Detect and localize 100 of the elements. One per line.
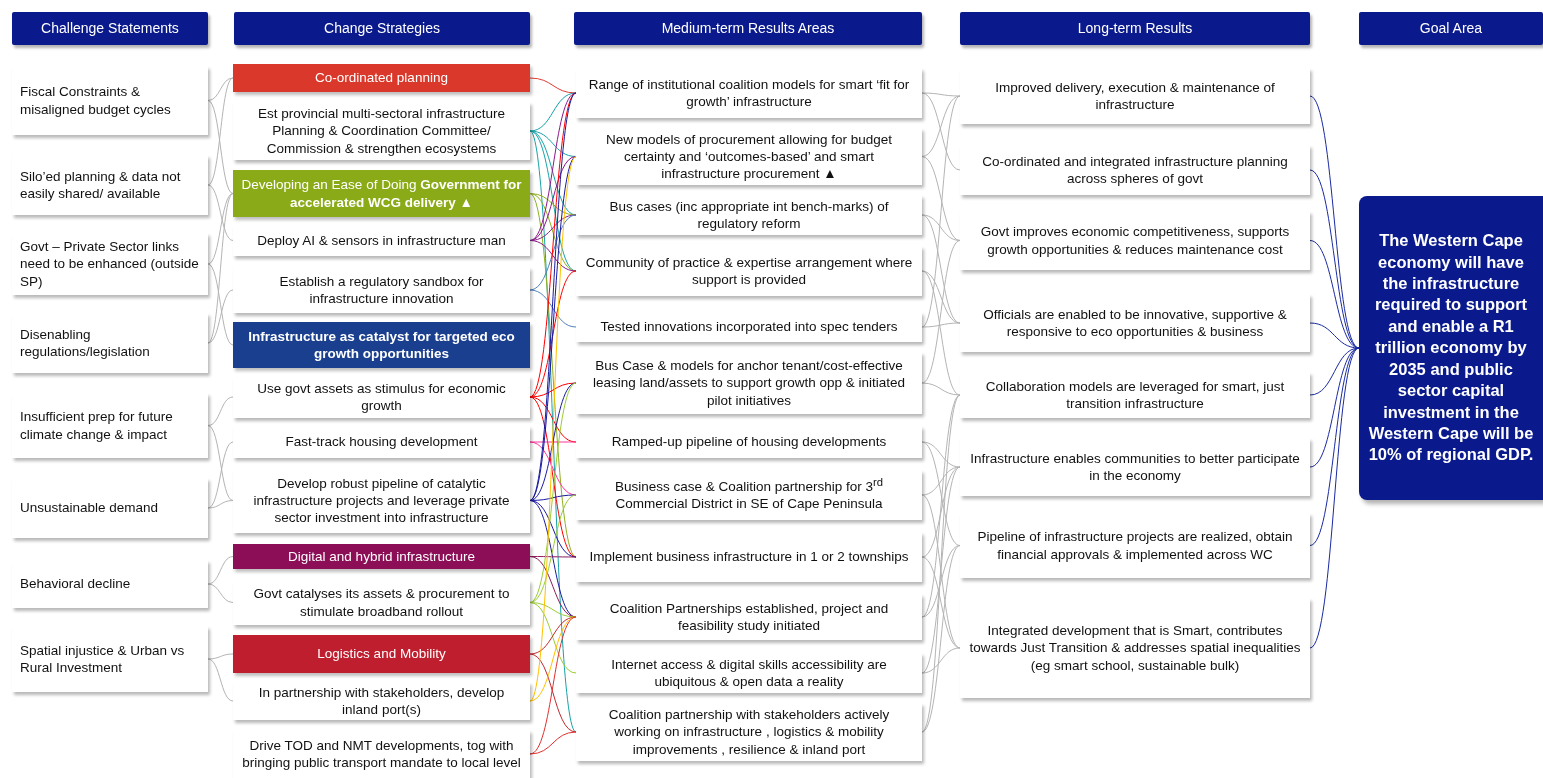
long-term-result-box: Improved delivery, execution & maintenance of infrastructure — [960, 68, 1310, 124]
strategy-box: Develop robust pipeline of catalytic infrastructure projects and leverage private sector investment into infrastructure — [233, 468, 530, 533]
strategy-box: Fast-track housing development — [233, 426, 530, 458]
medium-term-result-box: Community of practice & expertise arrangement where support is provided — [576, 246, 922, 296]
medium-term-result-box: Bus Case & models for anchor tenant/cost-effective leasing land/assets to support growth opp & initiated pilot initiatives — [576, 352, 922, 414]
connector-line — [207, 263, 234, 346]
connector-line — [921, 322, 961, 328]
challenge-box: Fiscal Constraints & misaligned budget cycles — [12, 66, 208, 135]
connector-line — [921, 441, 961, 468]
connector-line — [207, 500, 234, 509]
connector-line — [921, 270, 961, 396]
strategy-box: Use govt assets as stimulus for economic growth — [233, 376, 530, 418]
connector-line — [529, 156, 577, 501]
connector-line — [921, 92, 961, 171]
strategy-band: Developing an Ease of Doing Government for accelerated WCG delivery ▲ — [233, 170, 530, 217]
connector-line — [207, 396, 234, 426]
medium-term-result-box: Ramped-up pipeline of housing developments — [576, 426, 922, 458]
connector-line — [921, 441, 961, 546]
column-header: Change Strategies — [234, 12, 530, 45]
connector-line — [921, 556, 961, 649]
medium-term-result-box: Coalition partnership with stakeholders actively working on infrastructure , logistics & mobility improvements , resilience & inland port — [576, 703, 922, 761]
column-header: Challenge Statements — [12, 12, 208, 45]
strategy-box: Establish a regulatory sandbox for infrastructure innovation — [233, 267, 530, 313]
connector-line — [921, 156, 961, 241]
connector-line — [529, 602, 577, 674]
connector-line — [921, 466, 961, 674]
connector-line — [207, 556, 234, 585]
connector-line — [207, 583, 234, 603]
connector-line — [529, 214, 577, 291]
connector-line — [529, 193, 577, 558]
long-term-result-box: Collaboration models are leveraged for smart, just transition infrastructure — [960, 372, 1310, 418]
connector-line — [921, 95, 961, 328]
long-term-result-box: Officials are enabled to be innovative, supportive & responsive to eco opportunities & business — [960, 294, 1310, 352]
connector-line — [921, 214, 961, 241]
connector-line — [207, 193, 234, 344]
connector-line — [1309, 322, 1360, 349]
connector-line — [529, 382, 577, 398]
connector-line — [529, 616, 577, 655]
connector-line — [529, 441, 577, 443]
connector-line — [529, 494, 577, 603]
challenge-box: Silo’ed planning & data not easily shared/ available — [12, 155, 208, 215]
connector-line — [921, 394, 961, 733]
challenge-box: Insufficient prep for future climate change & impact — [12, 393, 208, 458]
connector-line — [921, 545, 961, 618]
strategy-band: Digital and hybrid infrastructure — [233, 544, 530, 569]
connector-line — [921, 494, 961, 649]
column-header: Medium-term Results Areas — [574, 12, 922, 45]
connector-line — [1309, 347, 1360, 546]
connector-line — [207, 77, 234, 186]
medium-term-result-box: Coalition Partnerships established, project and feasibility study initiated — [576, 594, 922, 640]
connector-line — [207, 441, 234, 509]
medium-term-result-box: Range of institutional coalition models for smart ‘fit for growth’ infrastructure — [576, 68, 922, 118]
connector-line — [207, 425, 234, 501]
connector-line — [207, 100, 234, 194]
connector-line — [529, 77, 577, 94]
connector-line — [207, 184, 234, 241]
long-term-result-box: Co-ordinated and integrated infrastructure planning across spheres of govt — [960, 145, 1310, 195]
connector-line — [921, 647, 961, 674]
challenge-box: Behavioral decline — [12, 560, 208, 608]
challenge-box: Disenabling regulations/legislation — [12, 313, 208, 373]
connector-line — [921, 545, 961, 733]
medium-term-result-box: New models of procurement allowing for budget certainty and ‘outcomes-based’ and smart infrastructure procurement ▲ — [576, 128, 922, 185]
long-term-result-box: Integrated development that is Smart, contributes towards Just Transition & addresses spatial inequalities (eg smart school, sustainable bulk) — [960, 598, 1310, 698]
connector-line — [921, 466, 961, 558]
connector-line — [1309, 169, 1360, 349]
connector-line — [529, 396, 577, 558]
challenge-box: Unsustainable demand — [12, 478, 208, 538]
connector-line — [529, 731, 577, 755]
long-term-result-box: Pipeline of infrastructure projects are realized, obtain financial approvals & implemented across WC — [960, 513, 1310, 578]
column-header: Goal Area — [1359, 12, 1543, 45]
connector-line — [207, 193, 234, 265]
connector-line — [921, 466, 961, 496]
connector-line — [529, 156, 577, 241]
connector-line — [207, 653, 234, 660]
connector-line — [921, 382, 961, 396]
challenge-box: Spatial injustice & Urban vs Rural Investment — [12, 626, 208, 692]
strategy-band: Infrastructure as catalyst for targeted eco growth opportunities — [233, 322, 530, 368]
connector-line — [529, 240, 577, 272]
medium-term-result-box: Internet access & digital skills accessibility are ubiquitous & open data a reality — [576, 653, 922, 693]
connector-line — [529, 92, 577, 132]
connector-line — [1309, 347, 1360, 649]
column-header: Long-term Results — [960, 12, 1310, 45]
connector-line — [921, 92, 961, 97]
medium-term-result-box: Bus cases (inc appropriate int bench-marks) of regulatory reform — [576, 195, 922, 235]
connector-line — [529, 289, 577, 328]
connector-line — [207, 289, 234, 344]
medium-term-result-box: Implement business infrastructure in 1 or 2 townships — [576, 532, 922, 582]
connector-line — [207, 77, 234, 101]
strategy-band: Logistics and Mobility — [233, 635, 530, 673]
connector-line — [921, 240, 961, 384]
medium-term-result-box: Business case & Coalition partnership for 3$^{rd}$ Commercial District in SE of Cape Peninsula — [576, 470, 922, 520]
strategy-box: Drive TOD and NMT developments, tog with bringing public transport mandate to local level — [233, 730, 530, 778]
strategy-band: Co-ordinated planning — [233, 64, 530, 92]
connector-line — [207, 658, 234, 702]
challenge-box: Govt – Private Sector links need to be enhanced (outside SP) — [12, 233, 208, 295]
long-term-result-box: Govt improves economic competitiveness, supports growth opportunities & reduces maintenance cost — [960, 211, 1310, 270]
strategy-box: Govt catalyses its assets & procurement to stimulate broadband rollout — [233, 580, 530, 625]
long-term-result-box: Infrastructure enables communities to better participate in the economy — [960, 438, 1310, 496]
strategy-box: In partnership with stakeholders, develop inland port(s) — [233, 682, 530, 720]
connector-line — [921, 95, 961, 157]
